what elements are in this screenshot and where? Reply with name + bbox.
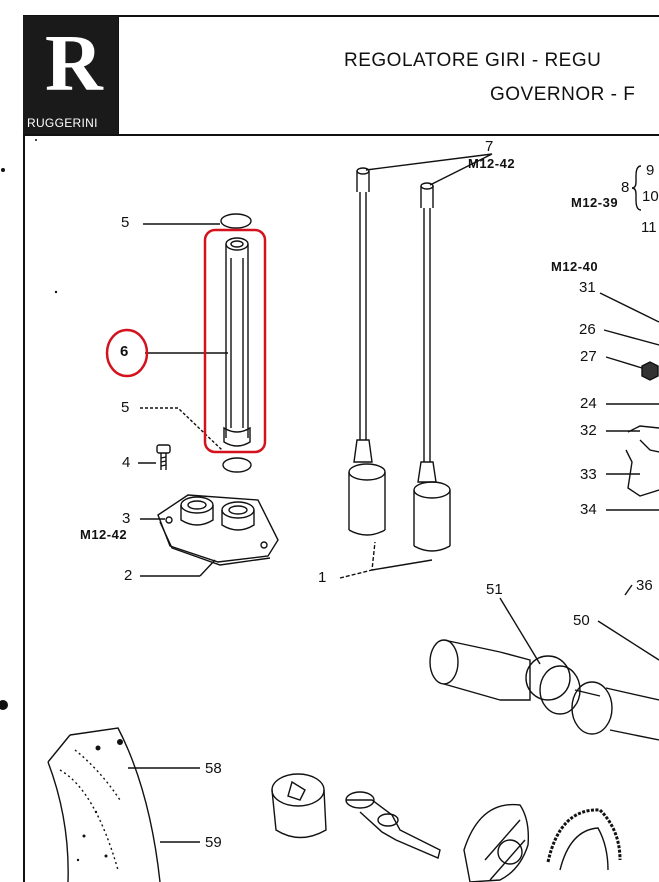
- callout-10: 10: [642, 188, 659, 205]
- callout-5-top: 5: [121, 214, 130, 231]
- leader-1: [339, 541, 376, 579]
- leader-27: [605, 356, 643, 369]
- governor-rod-left: [348, 167, 386, 536]
- brand-logo: R RUGGERINI: [23, 16, 118, 134]
- callout-4: 4: [122, 454, 131, 471]
- callout-6: 6: [120, 343, 129, 360]
- callout-32: 32: [580, 422, 597, 439]
- leader-26: [603, 329, 659, 346]
- scan-specks: [0, 139, 123, 862]
- shaft-component: [345, 791, 441, 859]
- callout-7: 7: [485, 138, 494, 155]
- title-line-2: GOVERNOR - F: [490, 84, 636, 105]
- leader-5-bottom: [140, 407, 223, 451]
- callout-3: 3: [122, 510, 131, 527]
- nut-27: [641, 361, 659, 381]
- callout-50: 50: [573, 612, 590, 629]
- leader-7: [365, 153, 493, 186]
- callout-33: 33: [580, 466, 597, 483]
- cover-plate-2-3: [157, 494, 279, 566]
- bracket-8: [631, 165, 642, 211]
- frame-left-border: [23, 15, 25, 882]
- lever-assembly-32-34: [625, 425, 659, 497]
- callout-59: 59: [205, 834, 222, 851]
- highlight-circle-callout-6: [105, 328, 149, 378]
- callout-8: 8: [621, 179, 630, 196]
- callout-9: 9: [646, 162, 655, 179]
- gear-wheel-component: [546, 808, 622, 871]
- callout-27: 27: [580, 348, 597, 365]
- housing-section-58-59: [47, 727, 161, 882]
- callout-58: 58: [205, 760, 222, 777]
- governor-rod-right: [413, 182, 451, 552]
- callout-34: 34: [580, 501, 597, 518]
- lobe-cam-component: [463, 803, 530, 882]
- ref-m12-42-cover: M12-42: [80, 527, 128, 542]
- frame-header-divider: [23, 134, 659, 136]
- leader-1-b: [371, 559, 433, 571]
- highlight-box-part-6: [203, 228, 267, 454]
- leader-51: [499, 597, 541, 665]
- callout-24: 24: [580, 395, 597, 412]
- leader-50: [597, 620, 659, 661]
- callout-31: 31: [579, 279, 596, 296]
- leader-31: [599, 292, 659, 323]
- gear-cup-component: [271, 773, 327, 839]
- logo-letter: R: [45, 20, 103, 108]
- governor-sleeve-6: [223, 237, 251, 447]
- callout-2: 2: [124, 567, 133, 584]
- logo-wordmark: RUGGERINI: [27, 116, 98, 130]
- callout-1: 1: [318, 569, 327, 586]
- frame-top-border: [23, 15, 659, 17]
- callout-26: 26: [579, 321, 596, 338]
- callout-51: 51: [486, 581, 503, 598]
- callout-5-bottom: 5: [121, 399, 130, 416]
- title-line-1: REGOLATORE GIRI - REGU: [344, 50, 602, 71]
- ref-m12-40: M12-40: [551, 259, 599, 274]
- frame-logo-divider: [117, 15, 119, 135]
- ref-m12-42-top: M12-42: [468, 156, 516, 171]
- screw-4: [156, 444, 171, 470]
- o-ring-5-bottom: [222, 457, 252, 473]
- callout-36: 36: [636, 577, 653, 594]
- o-ring-5-top: [220, 213, 252, 229]
- callout-11: 11: [641, 219, 657, 236]
- camshaft-50: [429, 639, 659, 741]
- leader-36: [624, 584, 633, 596]
- ref-m12-39: M12-39: [571, 195, 619, 210]
